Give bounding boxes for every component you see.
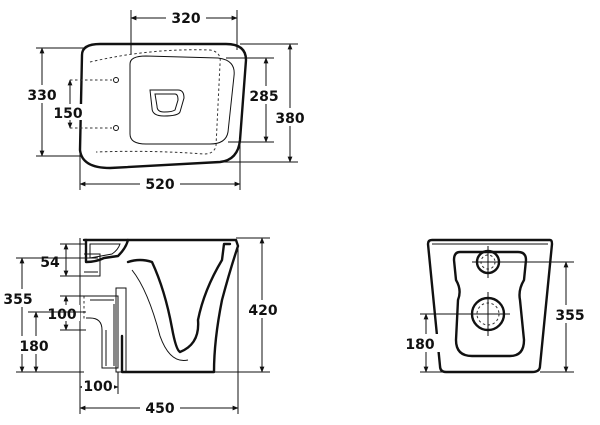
- side-view-bowl: [126, 242, 232, 354]
- dim-rear-outlet-height: 180: [405, 337, 434, 353]
- dim-width-bottom: 520: [145, 177, 174, 193]
- rear-view: 180 355: [404, 238, 590, 374]
- side-view-inlet: [84, 238, 130, 264]
- side-view-outline: [82, 238, 240, 374]
- rear-view-outline: [426, 238, 554, 374]
- dim-total-height: 420: [248, 303, 277, 319]
- rear-view-recess: [452, 250, 528, 358]
- dim-outlet-height: 180: [19, 339, 48, 355]
- dim-width-top: 320: [171, 11, 200, 27]
- dim-inlet-height: 355: [3, 292, 32, 308]
- side-view: 54 355 100 180 100 420 450: [2, 237, 282, 417]
- dim-depth-total: 380: [275, 111, 304, 127]
- top-view-inner-dashed: [89, 49, 221, 155]
- dim-depth-inner: 285: [249, 89, 278, 105]
- dim-inlet-offset: 54: [40, 255, 60, 271]
- side-view-outlet: [86, 295, 119, 369]
- fixing-hole-icon: [113, 125, 119, 131]
- top-view-outline: [78, 42, 248, 170]
- top-view: 320 330 150 285 380 520: [24, 8, 308, 193]
- dim-depth-outer: 330: [27, 88, 56, 104]
- top-view-drain: [149, 89, 185, 117]
- dim-rear-inlet-height: 355: [555, 308, 584, 324]
- dim-fixing-spacing: 150: [53, 106, 82, 122]
- dim-outlet-diameter: 100: [47, 307, 76, 323]
- dim-outlet-projection: 100: [83, 379, 112, 395]
- top-view-rim: [129, 55, 235, 145]
- dim-total-depth: 450: [145, 401, 174, 417]
- fixing-hole-icon: [113, 77, 119, 83]
